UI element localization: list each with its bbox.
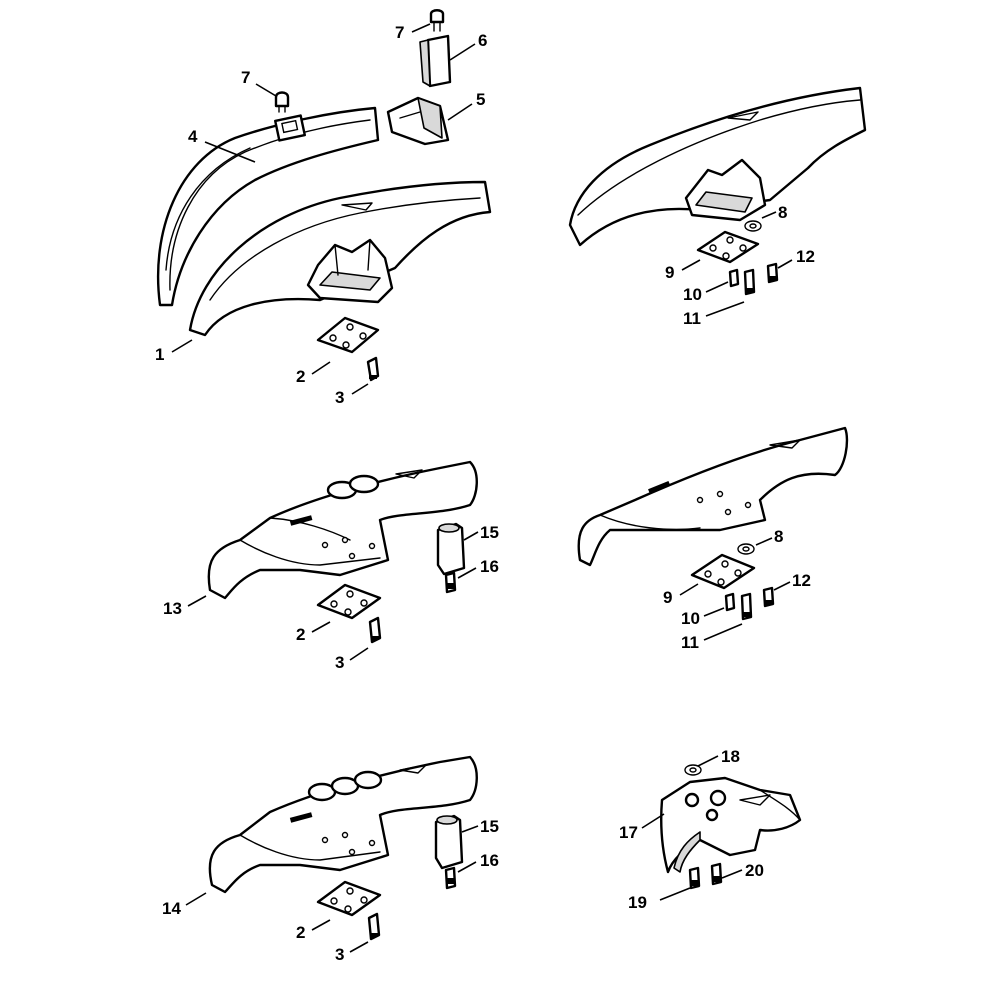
callout-6: 6	[478, 31, 487, 50]
deflector-assembly-5	[208, 755, 478, 941]
part-7-screw-left	[274, 91, 290, 108]
part-15-clamp-b	[434, 814, 464, 870]
callout-4: 4	[188, 127, 198, 146]
part-7-screw-top	[429, 9, 445, 24]
callout-16-a: 16	[480, 557, 499, 576]
callout-18: 18	[721, 747, 740, 766]
callout-11-b: 11	[681, 633, 699, 652]
callout-1: 1	[155, 345, 164, 364]
callout-15-b: 15	[480, 817, 499, 836]
callout-2-a: 2	[296, 367, 305, 386]
callout-3-b: 3	[335, 653, 344, 672]
part-2-plate-b	[316, 583, 382, 620]
callout-10-b: 10	[681, 609, 700, 628]
deflector-assembly-3	[207, 460, 478, 644]
callout-14: 14	[162, 899, 181, 918]
housing-assembly	[660, 764, 802, 890]
part-2-plate-c	[316, 880, 382, 917]
callout-16-b: 16	[480, 851, 499, 870]
part-9-plate-b	[690, 553, 756, 590]
callout-3-c: 3	[335, 945, 344, 964]
part-deflector-middle-right	[577, 426, 849, 567]
part-9-plate	[696, 230, 760, 264]
callout-9-a: 9	[665, 263, 674, 282]
part-2-plate	[316, 316, 380, 354]
part-deflector-top-right	[568, 86, 867, 247]
deflector-assembly-4	[577, 426, 849, 621]
part-6-bracket	[426, 34, 452, 88]
callout-19: 19	[628, 893, 647, 912]
part-3-screw-c	[367, 912, 381, 941]
callout-7-left: 7	[241, 68, 250, 87]
callout-12-a: 12	[796, 247, 815, 266]
part-10-screw-b	[724, 592, 736, 612]
deflector-assembly-1	[156, 9, 492, 382]
callout-3-a: 3	[335, 388, 344, 407]
callout-2-b: 2	[296, 625, 305, 644]
callout-8-b: 8	[774, 527, 783, 546]
part-10-screw	[728, 268, 740, 288]
part-15-clamp	[436, 522, 466, 576]
part-3-screw	[366, 356, 380, 382]
part-4-skirt	[156, 106, 380, 307]
callout-13: 13	[163, 599, 182, 618]
callout-17: 17	[619, 823, 638, 842]
callout-2-c: 2	[296, 923, 305, 942]
callout-11-a: 11	[683, 309, 701, 328]
deflector-assembly-2	[568, 86, 867, 296]
part-16-screw	[444, 571, 457, 594]
callout-15-a: 15	[480, 523, 499, 542]
callout-8-a: 8	[778, 203, 787, 222]
callout-20: 20	[745, 861, 764, 880]
callout-9-b: 9	[663, 588, 672, 607]
callout-7-top: 7	[395, 23, 404, 42]
leader-lines	[171, 23, 793, 953]
callout-5: 5	[476, 90, 485, 109]
callout-10-a: 10	[683, 285, 702, 304]
callout-numbers: 7 6 7 5 4 1 2 3 8 9 10 12 11 15 16 13 2 …	[155, 23, 815, 964]
callout-12-b: 12	[792, 571, 811, 590]
